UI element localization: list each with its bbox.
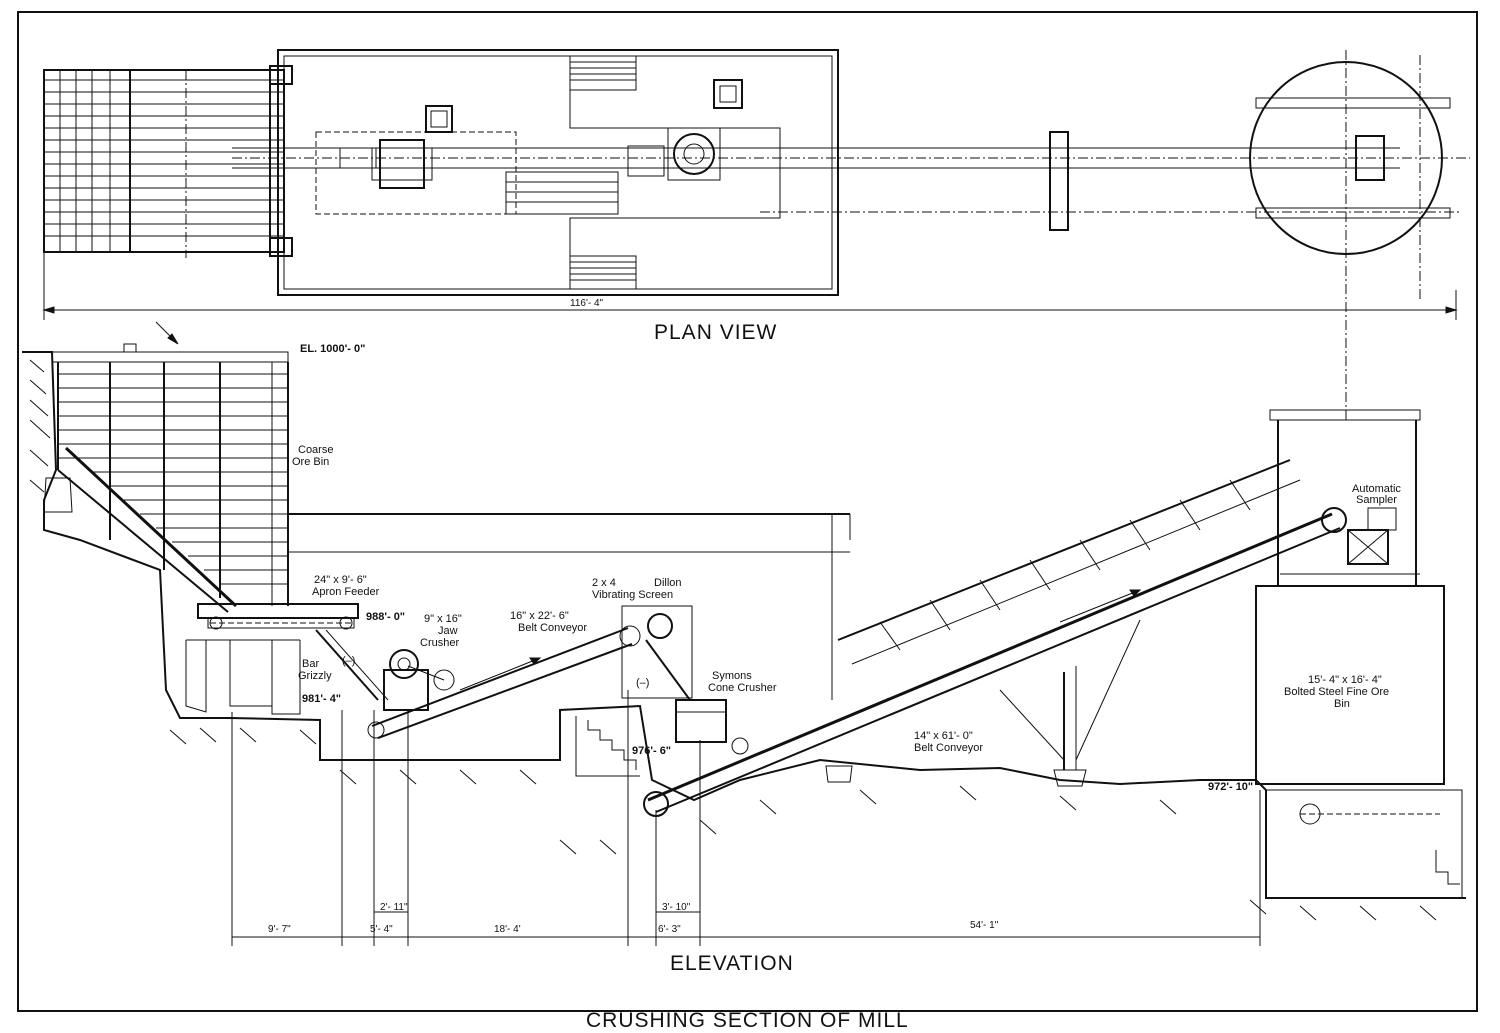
bar-grizzly-label-1: Bar: [302, 658, 319, 670]
coarse-bin-boards: [58, 373, 288, 585]
coarse-ore-bin-label-2: Ore Bin: [292, 456, 329, 468]
elevation-title: ELEVATION: [670, 952, 794, 975]
belt-conveyor-1-size-label: 16" x 22'- 6": [510, 610, 569, 622]
dimension-4: 18'- 4': [494, 924, 521, 935]
vibrating-screen-label-1: Dillon: [654, 577, 682, 589]
minus-label-1: (–): [342, 655, 355, 667]
jaw-crusher-label-2: Crusher: [420, 637, 459, 649]
sampler-label-1: Automatic: [1352, 483, 1401, 495]
jaw-crusher-size-label: 9" x 16": [424, 613, 462, 625]
elevation-view: EL. 1000'- 0" Coarse Ore Bin 24" x 9'- 6…: [22, 321, 1466, 975]
coarse-ore-bin-label-1: Coarse: [298, 444, 333, 456]
plan-overall-dimension: 116'- 4": [570, 298, 604, 309]
dimension-5: 3'- 10": [662, 902, 691, 913]
sheet-border: [17, 11, 1478, 1012]
jaw-crusher-label-1: Jaw: [438, 625, 458, 637]
plan-view: 116'- 4" PLAN VIEW: [42, 49, 1470, 420]
apron-feeder-label: Apron Feeder: [312, 586, 380, 598]
fine-ore-bin-label-2: Bin: [1334, 698, 1350, 710]
bar-grizzly-label-2: Grizzly: [298, 670, 332, 682]
cone-crusher-label-2: Cone Crusher: [708, 682, 777, 694]
apron-feeder-size-label: 24" x 9'- 6": [314, 574, 367, 586]
minus-label-2: (–): [636, 677, 649, 689]
dimension-7: 54'- 1": [970, 920, 999, 931]
feeder-elevation-label: 988'- 0": [366, 611, 405, 623]
grizzly-elevation-label: 981'- 4": [302, 693, 341, 705]
dimension-6: 6'- 3": [658, 924, 681, 935]
plan-view-title: PLAN VIEW: [654, 321, 777, 344]
belt-conveyor-1-label: Belt Conveyor: [518, 622, 587, 634]
vibrating-screen-label-2: Vibrating Screen: [592, 589, 673, 601]
ground-hatch: [29, 359, 1437, 921]
main-title: CRUSHING SECTION OF MILL: [586, 1009, 909, 1032]
sampler-label-2: Sampler: [1356, 494, 1397, 506]
coarse-bin-plan-hatching: [44, 70, 284, 258]
fine-ore-bin-size-label: 15'- 4" x 16'- 4": [1308, 674, 1382, 686]
dimension-3: 2'- 11": [380, 902, 408, 913]
elevation-top-label: EL. 1000'- 0": [300, 343, 365, 355]
vibrating-screen-size-label: 2 x 4: [592, 577, 616, 589]
cone-crusher-label-1: Symons: [712, 670, 752, 682]
belt-conveyor-2-label: Belt Conveyor: [914, 742, 983, 754]
fine-ore-bin-label-1: Bolted Steel Fine Ore: [1284, 686, 1389, 698]
dimension-1: 9'- 7": [268, 924, 291, 935]
bin-base-elevation-label: 972'- 10": [1208, 781, 1253, 793]
cone-elevation-label: 976'- 6": [632, 745, 671, 757]
belt-conveyor-2-size-label: 14" x 61'- 0": [914, 730, 973, 742]
dimension-2: 5'- 4": [370, 924, 393, 935]
